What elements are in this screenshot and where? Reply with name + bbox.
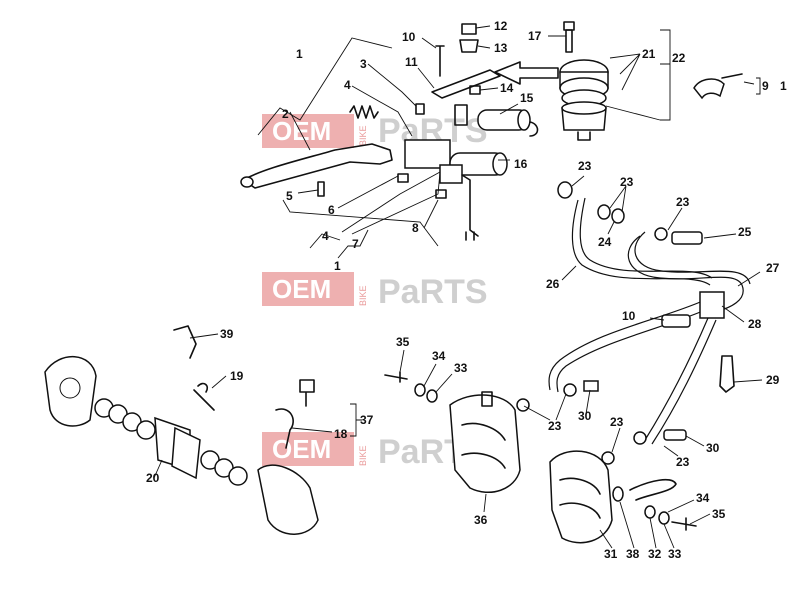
callout-18: 18 bbox=[334, 427, 348, 441]
reservoir bbox=[559, 21, 609, 141]
watermark-brand-left: OEM bbox=[272, 434, 331, 464]
bracket-and-bolts bbox=[415, 23, 501, 115]
watermark-brand-right: PaRTS bbox=[378, 273, 488, 311]
watermark-brand-left: OEM bbox=[272, 274, 331, 304]
callout-39: 39 bbox=[220, 327, 234, 341]
watermark-brand-vertical: BIKE bbox=[358, 125, 368, 146]
lever-spring bbox=[349, 105, 379, 119]
left-caliper-exploded bbox=[44, 325, 319, 535]
brake-lever bbox=[240, 143, 393, 189]
callout-22: 22 bbox=[672, 51, 686, 65]
callout-21: 21 bbox=[642, 47, 656, 61]
hose-union-and-pipe bbox=[454, 104, 539, 137]
callout-34: 34 bbox=[432, 349, 446, 363]
callout-34: 34 bbox=[696, 491, 710, 505]
callout-35: 35 bbox=[712, 507, 726, 521]
callout-9: 9 bbox=[762, 79, 769, 93]
clamp-half bbox=[693, 73, 743, 100]
callout-3: 3 bbox=[360, 57, 367, 71]
callout-24: 24 bbox=[598, 235, 612, 249]
callout-23: 23 bbox=[620, 175, 634, 189]
callout-1: 1 bbox=[334, 259, 341, 273]
callout-1: 1 bbox=[296, 47, 303, 61]
callout-2: 2 bbox=[282, 107, 289, 121]
callout-26: 26 bbox=[546, 277, 560, 291]
watermark-brand-left: OEM bbox=[272, 116, 331, 146]
callout-30: 30 bbox=[706, 441, 720, 455]
watermark-brand-vertical: BIKE bbox=[358, 445, 368, 466]
callout-12: 12 bbox=[494, 19, 508, 33]
brake-hoses bbox=[548, 197, 751, 445]
callout-30: 30 bbox=[578, 409, 592, 423]
callout-1: 1 bbox=[780, 79, 787, 93]
callout-29: 29 bbox=[766, 373, 780, 387]
callout-13: 13 bbox=[494, 41, 508, 55]
watermark-top: OEM BIKE PaRTS bbox=[262, 112, 488, 150]
callout-numbers: 1 2 3 4 5 6 4 7 1 8 9 1 10 11 12 13 14 1… bbox=[146, 19, 787, 561]
callout-10: 10 bbox=[622, 309, 636, 323]
watermark-middle: OEM BIKE PaRTS bbox=[262, 272, 488, 311]
callout-19: 19 bbox=[230, 369, 244, 383]
hose-fittings bbox=[516, 181, 703, 465]
callout-15: 15 bbox=[520, 91, 534, 105]
callout-14: 14 bbox=[500, 81, 514, 95]
callout-32: 32 bbox=[648, 547, 662, 561]
callout-23: 23 bbox=[676, 195, 690, 209]
right-caliper bbox=[549, 450, 697, 544]
callout-23: 23 bbox=[610, 415, 624, 429]
watermark-brand-vertical: BIKE bbox=[358, 285, 368, 306]
callout-23: 23 bbox=[676, 455, 690, 469]
callout-33: 33 bbox=[454, 361, 468, 375]
master-cylinder-body bbox=[404, 139, 508, 241]
callout-6: 6 bbox=[328, 203, 335, 217]
callout-31: 31 bbox=[604, 547, 618, 561]
callout-5: 5 bbox=[286, 189, 293, 203]
callout-35: 35 bbox=[396, 335, 410, 349]
callout-23: 23 bbox=[578, 159, 592, 173]
leader-lines bbox=[153, 25, 763, 549]
callout-4: 4 bbox=[322, 229, 329, 243]
callout-16: 16 bbox=[514, 157, 528, 171]
callout-25: 25 bbox=[738, 225, 752, 239]
callout-37: 37 bbox=[360, 413, 374, 427]
arrow-indicator bbox=[494, 61, 559, 85]
callout-17: 17 bbox=[528, 29, 542, 43]
callout-28: 28 bbox=[748, 317, 762, 331]
center-caliper bbox=[384, 371, 521, 493]
callout-23: 23 bbox=[548, 419, 562, 433]
lever-pivot-parts bbox=[317, 173, 447, 199]
callout-27: 27 bbox=[766, 261, 780, 275]
callout-8: 8 bbox=[412, 221, 419, 235]
callout-7: 7 bbox=[352, 237, 359, 251]
callout-10: 10 bbox=[402, 30, 416, 44]
callout-11: 11 bbox=[405, 55, 418, 69]
callout-20: 20 bbox=[146, 471, 160, 485]
callout-38: 38 bbox=[626, 547, 640, 561]
callout-4: 4 bbox=[344, 78, 351, 92]
callout-33: 33 bbox=[668, 547, 682, 561]
callout-36: 36 bbox=[474, 513, 488, 527]
